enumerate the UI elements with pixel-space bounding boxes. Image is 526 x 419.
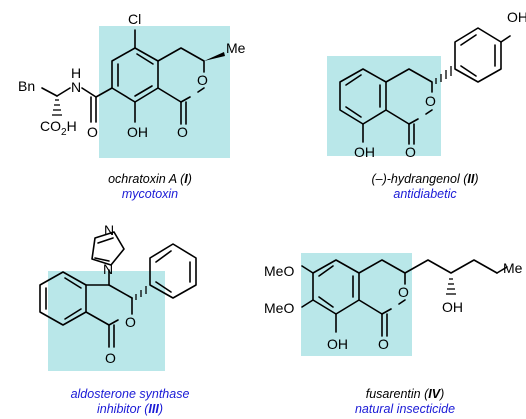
atom-ring-o: O bbox=[197, 72, 208, 88]
structure-hydrangenol: OH O O OH bbox=[327, 9, 526, 160]
atom-ring-o: O bbox=[398, 284, 409, 300]
atom-oh-phenol: OH bbox=[507, 9, 526, 25]
compound-activity-line2: inhibitor (III) bbox=[96, 402, 163, 416]
atom-link-n: N bbox=[103, 261, 113, 277]
atom-oh: OH bbox=[327, 336, 348, 352]
atom-oh: OH bbox=[127, 124, 148, 140]
atom-carbonyl-o: O bbox=[177, 124, 188, 140]
atom-oh: OH bbox=[354, 144, 375, 160]
caption-compound-2: (–)-hydrangenol (II) antidiabetic bbox=[330, 172, 520, 202]
atom-amide-o: O bbox=[87, 124, 98, 140]
compound-activity: natural insecticide bbox=[354, 402, 456, 416]
structure-ochratoxin-a: Cl Me O O OH O N H Bn CO2H bbox=[18, 11, 246, 158]
atom-amide-n: N bbox=[71, 79, 81, 95]
atom-me: Me bbox=[503, 260, 523, 276]
atom-amide-h: H bbox=[71, 65, 81, 81]
atom-bn: Bn bbox=[18, 78, 35, 94]
atom-cl: Cl bbox=[128, 11, 141, 27]
highlight-box bbox=[327, 56, 441, 156]
atom-carbonyl-o: O bbox=[405, 144, 416, 160]
compound-name: (–)-hydrangenol (II) bbox=[371, 172, 479, 186]
atom-carbonyl-o: O bbox=[105, 350, 116, 366]
compound-activity: mycotoxin bbox=[121, 187, 179, 201]
compound-activity: antidiabetic bbox=[393, 187, 457, 201]
atom-ring-o: O bbox=[425, 93, 436, 109]
atom-imidazole-n: N bbox=[104, 222, 114, 238]
atom-ring-o: O bbox=[125, 314, 136, 330]
compound-activity: aldosterone synthase bbox=[70, 387, 190, 401]
atom-meo-2: MeO bbox=[264, 300, 294, 316]
structure-aldosterone-synthase-inhibitor: N N O O bbox=[39, 222, 197, 371]
atom-carbonyl-o: O bbox=[378, 336, 389, 352]
compound-name: fusarentin (IV) bbox=[365, 387, 445, 401]
atom-meo-1: MeO bbox=[264, 263, 294, 279]
atom-me: Me bbox=[226, 40, 246, 56]
atom-co2h: CO2H bbox=[40, 118, 77, 138]
caption-compound-1: ochratoxin A (I) mycotoxin bbox=[60, 172, 240, 202]
structure-fusarentin: MeO MeO O O OH OH Me bbox=[264, 253, 523, 356]
caption-compound-4: fusarentin (IV) natural insecticide bbox=[320, 387, 490, 417]
atom-oh-chain: OH bbox=[442, 299, 463, 315]
caption-compound-3: aldosterone synthase inhibitor (III) bbox=[30, 387, 230, 417]
compound-name: ochratoxin A (I) bbox=[108, 172, 192, 186]
